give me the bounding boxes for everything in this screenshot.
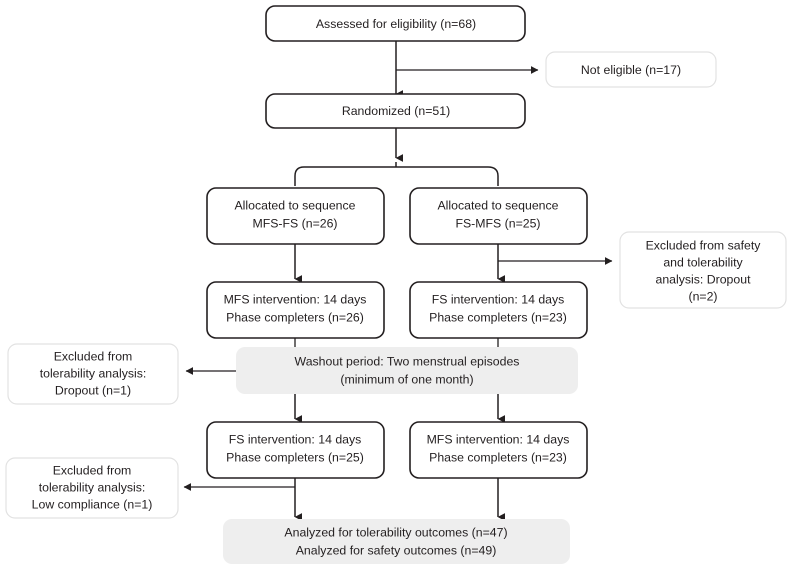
node-period1-left-box [206,281,385,339]
node-period1-fs-intervention: FS intervention: 14 days Phase completer… [409,281,588,339]
node-alloc-left-box [206,187,385,245]
node-excluded-compliance-line-2: tolerability analysis: [39,480,146,494]
node-period2-right-line-2: Phase completers (n=23) [429,450,567,464]
node-period1-left-line-2: Phase completers (n=26) [226,310,364,324]
node-analyzed-outcomes: Analyzed for tolerability outcomes (n=47… [223,519,570,564]
node-alloc-right-line-1: Allocated to sequence [437,198,558,212]
node-alloc-left-line-2: MFS-FS (n=26) [252,216,337,230]
node-randomized-line-1: Randomized (n=51) [342,104,450,118]
node-excluded-dropout-line-3: Dropout (n=1) [55,383,131,397]
node-excluded-compliance-box [5,457,179,519]
node-washout-box [236,347,578,394]
node-excluded-compliance-line-3: Low compliance (n=1) [32,497,153,511]
node-excluded-compliance-line-1: Excluded from [53,463,132,477]
node-alloc-left-line-1: Allocated to sequence [234,198,355,212]
node-allocated-sequence-mfs-fs: Allocated to sequence MFS-FS (n=26) [206,187,385,245]
node-excluded-dropout-line-2: tolerability analysis: [40,366,147,380]
node-excluded-tolerability-dropout: Excluded from tolerability analysis: Dro… [7,343,179,405]
node-period1-mfs-intervention: MFS intervention: 14 days Phase complete… [206,281,385,339]
node-excluded-safety-tolerability: Excluded from safety and tolerability an… [619,231,787,309]
node-not-eligible-line-1: Not eligible (n=17) [581,63,681,77]
node-assessed-for-eligibility: Assessed for eligibility (n=68) [265,5,526,42]
node-analyzed-box [223,519,570,564]
node-alloc-right-box [409,187,588,245]
node-period2-left-line-2: Phase completers (n=25) [226,450,364,464]
node-excluded-safety-line-3: analysis: Dropout [655,272,751,286]
node-washout-line-1: Washout period: Two menstrual episodes [295,354,520,368]
node-washout-line-2: (minimum of one month) [340,372,473,386]
node-period1-right-line-2: Phase completers (n=23) [429,310,567,324]
node-excluded-safety-line-1: Excluded from safety [646,238,762,252]
node-randomized-box [265,93,526,129]
node-period2-right-box [409,421,588,479]
node-excluded-safety-box [619,231,787,309]
node-excluded-dropout-line-1: Excluded from [54,349,133,363]
node-excluded-tolerability-low-compliance: Excluded from tolerability analysis: Low… [5,457,179,519]
node-analyzed-line-1: Analyzed for tolerability outcomes (n=47… [284,525,507,539]
node-period1-left-line-1: MFS intervention: 14 days [224,292,367,306]
node-washout-period: Washout period: Two menstrual episodes (… [236,347,578,394]
connector-split-bracket [294,166,499,186]
node-period2-fs-intervention: FS intervention: 14 days Phase completer… [206,421,385,479]
node-allocated-sequence-fs-mfs: Allocated to sequence FS-MFS (n=25) [409,187,588,245]
node-period2-left-line-1: FS intervention: 14 days [229,432,362,446]
node-period2-mfs-intervention: MFS intervention: 14 days Phase complete… [409,421,588,479]
node-randomized: Randomized (n=51) [265,93,526,129]
node-excluded-safety-line-2: and tolerability [663,255,743,269]
node-not-eligible-box [545,51,717,88]
node-period2-right-line-1: MFS intervention: 14 days [427,432,570,446]
node-period1-right-line-1: FS intervention: 14 days [432,292,565,306]
node-analyzed-line-2: Analyzed for safety outcomes (n=49) [296,543,497,557]
node-not-eligible: Not eligible (n=17) [545,51,717,88]
node-excluded-dropout-box [7,343,179,405]
node-period2-left-box [206,421,385,479]
node-assessed-box [265,5,526,42]
node-excluded-safety-line-4: (n=2) [688,289,717,303]
node-alloc-right-line-2: FS-MFS (n=25) [455,216,540,230]
node-period1-right-box [409,281,588,339]
node-assessed-line-1: Assessed for eligibility (n=68) [316,17,476,31]
